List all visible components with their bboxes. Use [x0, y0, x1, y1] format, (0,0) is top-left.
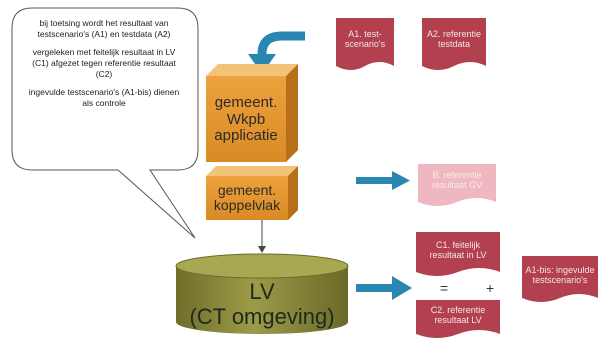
- callout-line-3: ingevulde testscenario's (A1-bis) dienen…: [28, 87, 180, 108]
- doc-b: [418, 164, 496, 206]
- doc-c2: [416, 300, 500, 338]
- arrow-to-c: [356, 276, 412, 300]
- callout-line-2: vergeleken met feitelijk resultaat in LV…: [32, 47, 176, 79]
- doc-a1: [336, 18, 394, 70]
- doc-a1bis: [522, 256, 598, 302]
- interface-box: [206, 166, 298, 220]
- doc-a2-label: A2. referentie testdata: [426, 29, 482, 49]
- doc-a1-label: A1. test-scenario's: [344, 29, 386, 49]
- doc-b-label: B. referentie resultaat GV: [431, 170, 483, 190]
- application-box: [206, 64, 298, 162]
- callout-line-1: bij toetsing wordt het resultaat van tes…: [37, 18, 171, 39]
- callout-text: bij toetsing wordt het resultaat van tes…: [28, 18, 180, 116]
- interface-label: gemeent. koppelvlak: [213, 181, 281, 213]
- doc-a1bis-label: A1-bis: ingevulde testscenario's: [525, 265, 595, 285]
- callout-bubble: [11, 7, 199, 239]
- doc-c2-label: C2. referentie resultaat LV: [430, 305, 486, 325]
- application-label: gemeent. Wkpb applicatie: [214, 94, 278, 145]
- connector-line: [258, 220, 266, 253]
- plus-sign: +: [486, 280, 495, 296]
- doc-c1: [416, 232, 500, 276]
- database-cylinder: [175, 253, 349, 334]
- doc-c1-label: C1. feitelijk resultaat in LV: [429, 240, 487, 260]
- equals-sign: =: [440, 280, 449, 296]
- database-label-1: LV: [249, 278, 275, 304]
- database-label-2: (CT omgeving): [189, 303, 335, 329]
- arrow-to-b: [356, 171, 410, 190]
- doc-a2: [422, 18, 486, 70]
